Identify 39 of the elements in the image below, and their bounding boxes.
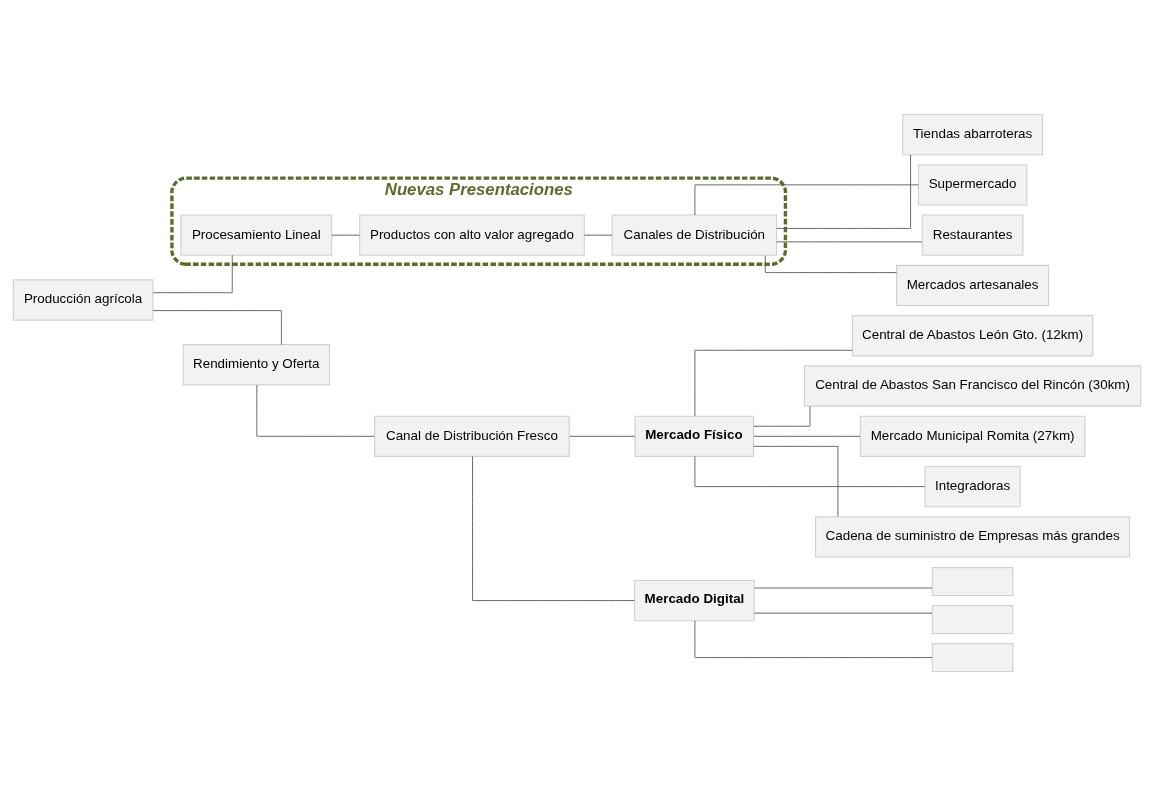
node-box: Tiendas abarroteras [902, 113, 1043, 156]
connector [753, 435, 861, 437]
connector [753, 612, 933, 614]
node-box [931, 643, 1014, 673]
node-box: Canal de Distribución Fresco [374, 415, 570, 457]
connector [152, 254, 233, 294]
connector [331, 234, 360, 236]
connector [472, 456, 635, 601]
node-box: Supermercado [917, 164, 1028, 206]
node-box: Mercado Municipal Romita (27km) [859, 415, 1086, 457]
connector [256, 384, 375, 437]
node-box: Mercados artesanales [896, 264, 1050, 307]
node-box: Producción agrícola [12, 279, 154, 321]
node-box [931, 605, 1014, 635]
node-box [931, 567, 1014, 597]
connector [776, 241, 923, 243]
connector [569, 435, 636, 437]
connector [753, 445, 839, 517]
node-box: Procesamiento Lineal [180, 214, 333, 256]
connector [694, 349, 853, 417]
connector [694, 184, 919, 216]
node-box: Productos con alto valor agregado [359, 214, 585, 256]
connector [764, 255, 897, 274]
node-box: Integradoras [924, 465, 1021, 508]
node-box: Cadena de suministro de Empresas más grandes [815, 516, 1131, 558]
node-box: Mercado Físico [634, 415, 755, 457]
connector [753, 406, 811, 427]
connector [152, 310, 282, 346]
connector [584, 234, 613, 236]
node-box: Rendimiento y Oferta [182, 344, 331, 386]
connector [694, 456, 926, 488]
node-box: Central de Abastos San Francisco del Rincón (30km) [803, 365, 1142, 407]
node-box: Central de Abastos León Gto. (12km) [851, 315, 1094, 357]
connector [694, 620, 933, 658]
connector [776, 154, 911, 229]
node-box: Canales de Distribución [611, 214, 778, 256]
connector [753, 587, 933, 589]
node-box: Restaurantes [921, 214, 1024, 256]
node-box: Mercado Digital [634, 579, 755, 622]
